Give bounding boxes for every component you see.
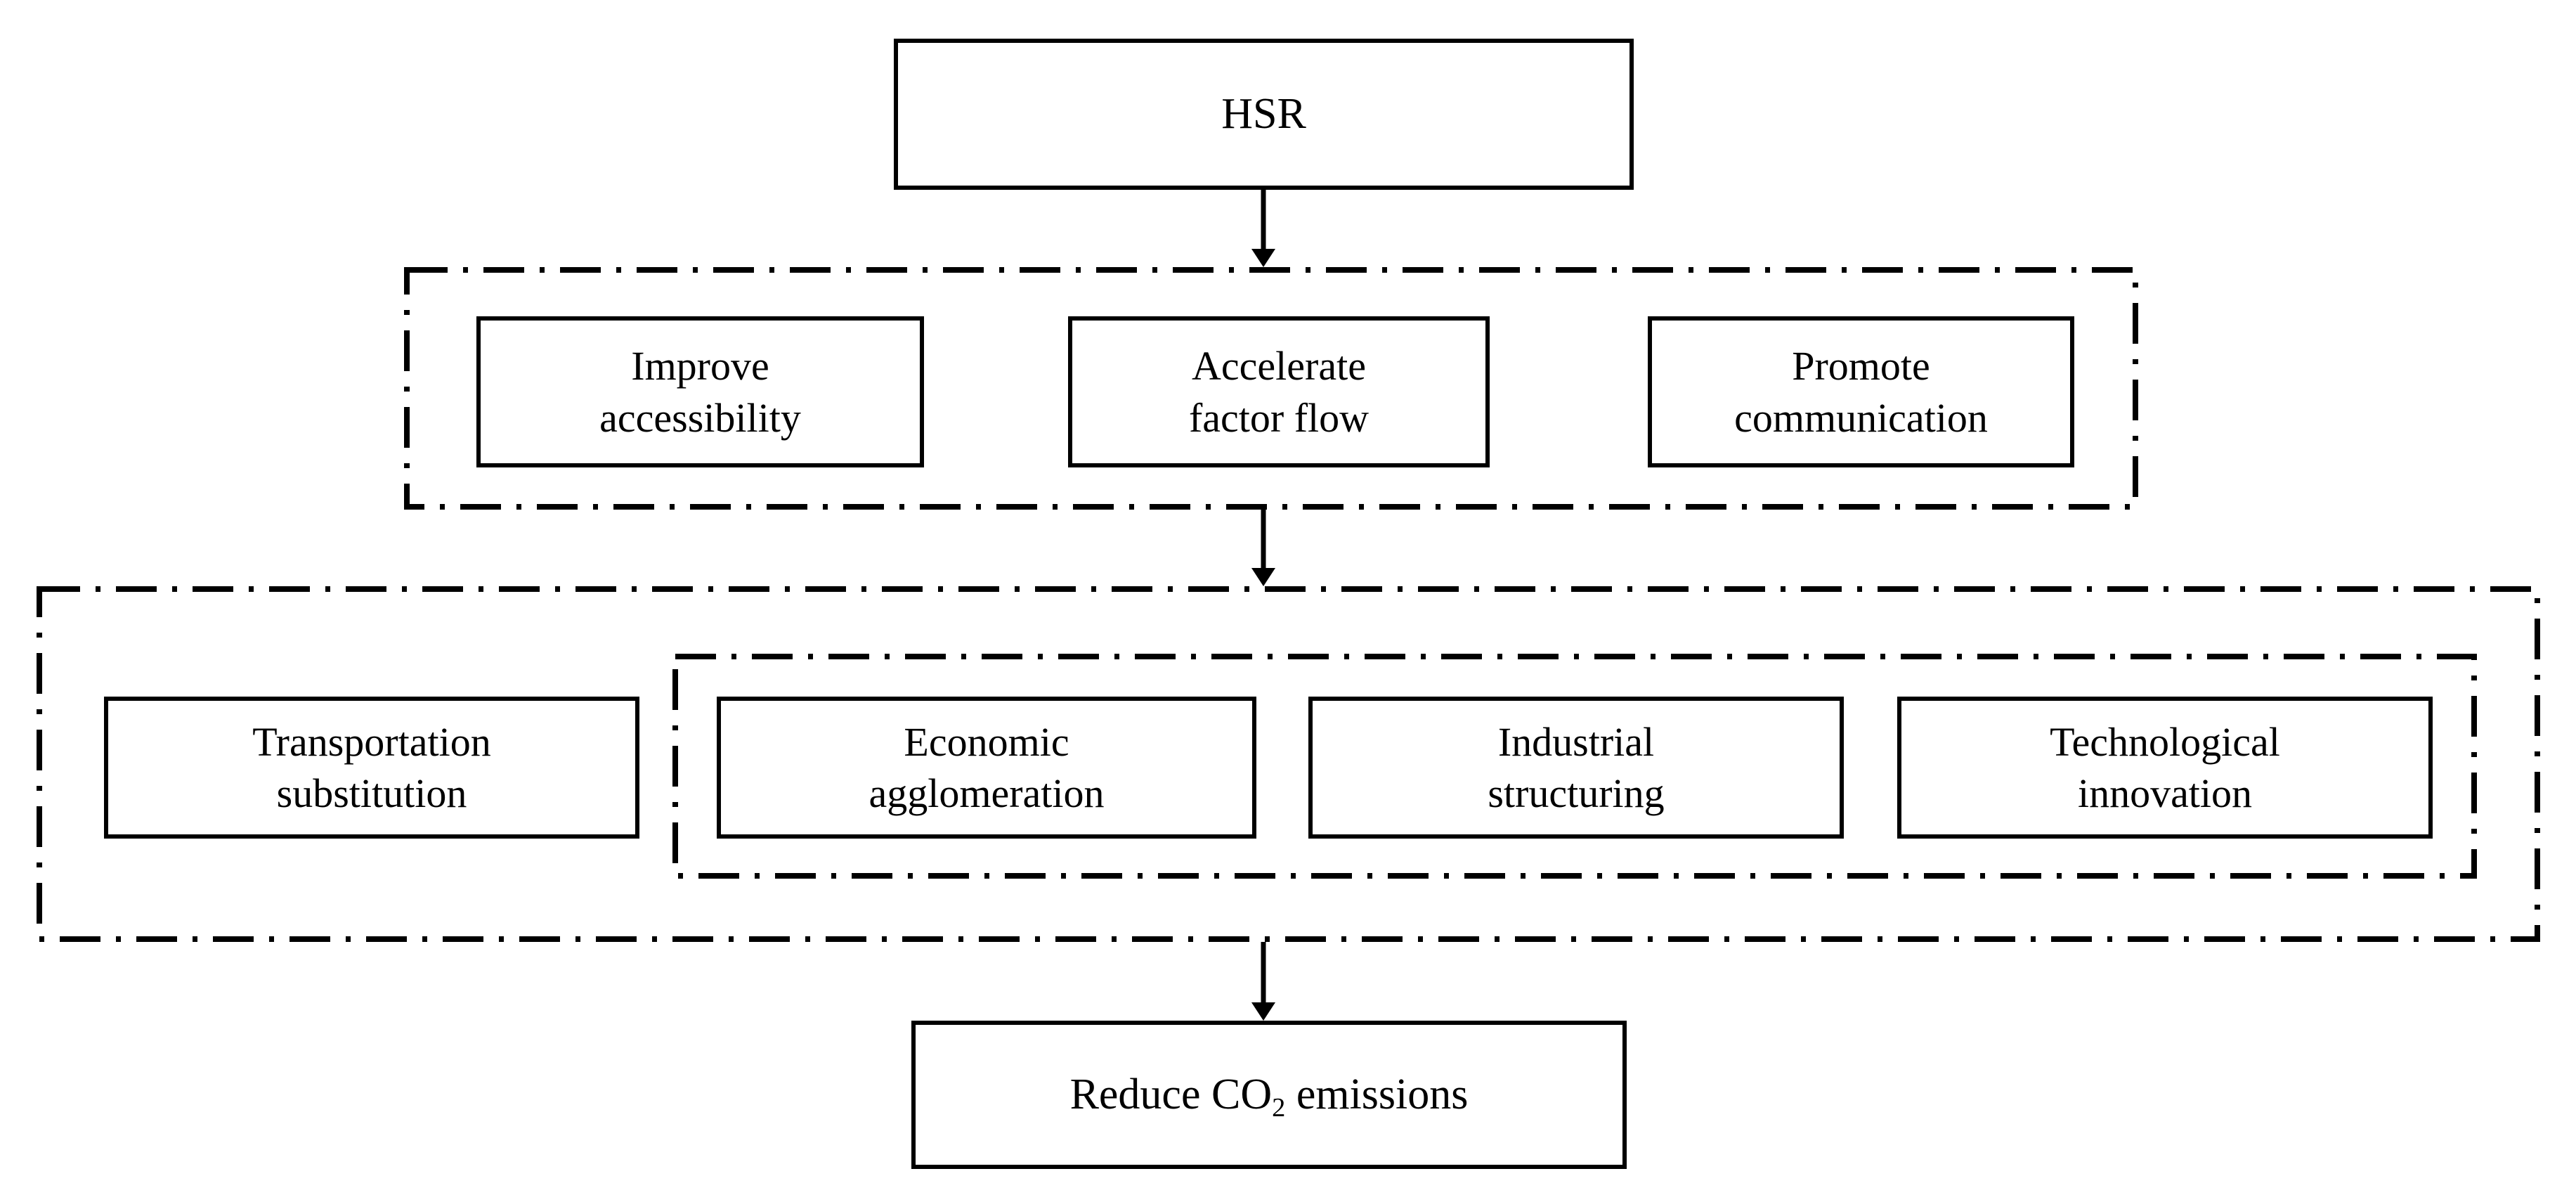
node-industrial-structuring[interactable]: Industrial structuring: [1308, 697, 1844, 839]
outcome-suffix: emissions: [1285, 1071, 1469, 1119]
node-reduce-co2-emissions[interactable]: Reduce CO2 emissions: [911, 1021, 1627, 1169]
node-transportation-substitution-label: Transportation substitution: [252, 718, 491, 816]
node-transportation-substitution[interactable]: Transportation substitution: [104, 697, 639, 839]
node-accelerate-factor-flow[interactable]: Accelerate factor flow: [1068, 316, 1490, 467]
outcome-prefix: Reduce CO: [1069, 1071, 1273, 1119]
node-improve-accessibility-label: Improve accessibility: [599, 343, 801, 441]
node-promote-communication-label: Promote communication: [1734, 343, 1988, 441]
node-promote-communication[interactable]: Promote communication: [1648, 316, 2074, 467]
arrow-root-to-channels: [1251, 190, 1275, 267]
node-economic-agglomeration-label: Economic agglomeration: [869, 718, 1105, 816]
outcome-subscript: 2: [1272, 1093, 1286, 1123]
arrow-channels-to-mechanisms: [1251, 510, 1275, 586]
node-technological-innovation[interactable]: Technological innovation: [1897, 697, 2433, 839]
arrow-mechanisms-to-outcome: [1251, 942, 1275, 1021]
node-technological-innovation-label: Technological innovation: [2050, 718, 2280, 816]
node-industrial-structuring-label: Industrial structuring: [1488, 718, 1665, 816]
node-hsr-label: HSR: [1221, 90, 1306, 138]
node-accelerate-factor-flow-label: Accelerate factor flow: [1188, 343, 1370, 441]
node-economic-agglomeration[interactable]: Economic agglomeration: [717, 697, 1256, 839]
node-hsr[interactable]: HSR: [894, 39, 1634, 190]
node-improve-accessibility[interactable]: Improve accessibility: [476, 316, 924, 467]
node-reduce-co2-emissions-label: Reduce CO2 emissions: [923, 1067, 1615, 1122]
